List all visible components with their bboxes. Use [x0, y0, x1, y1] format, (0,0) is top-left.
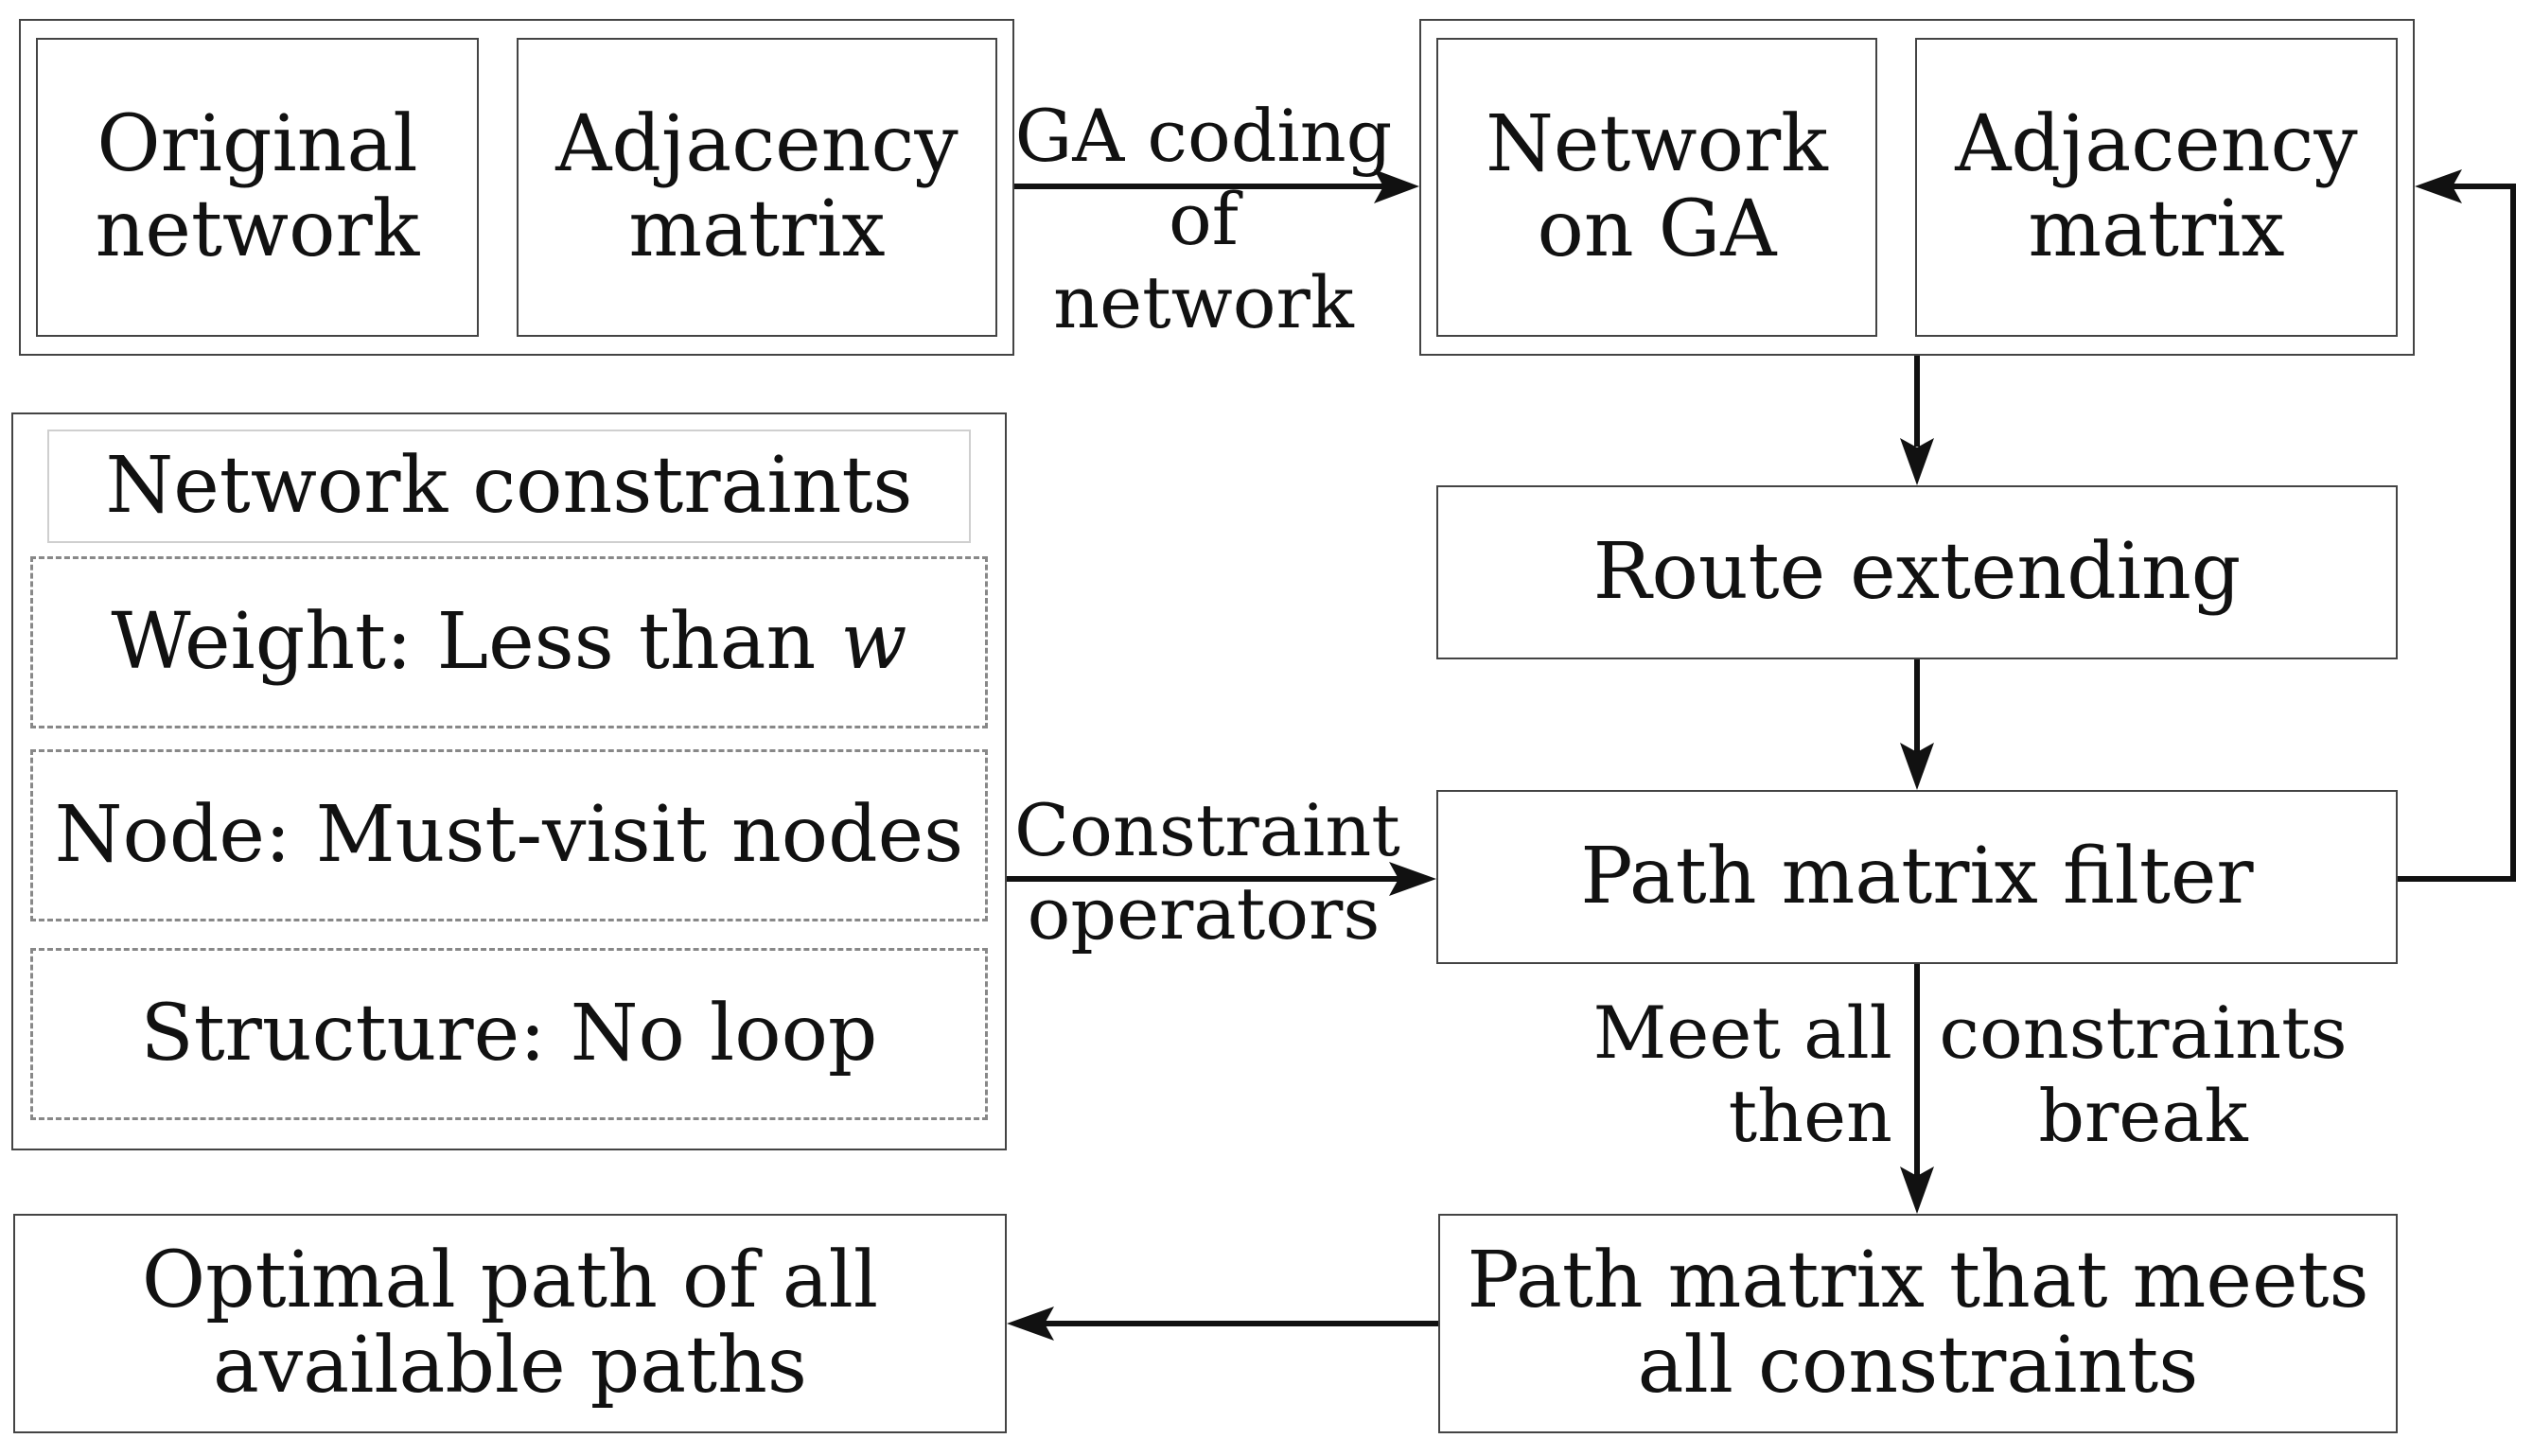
arrowhead-path-meets — [1900, 1167, 1934, 1214]
adjacency-matrix-right-label: Adjacency matrix — [1955, 99, 2358, 274]
arrowhead-ga-coding — [1374, 169, 1419, 203]
ga-coding-label: GA coding of network — [1014, 94, 1393, 344]
constraints-break-label: constraints break — [1939, 991, 2348, 1158]
structure-constraint-label: Structure: No loop — [140, 989, 878, 1079]
path-matrix-meets-box: Path matrix that meets all constraints — [1438, 1214, 2398, 1433]
path-matrix-filter-label: Path matrix filter — [1580, 832, 2254, 921]
original-network-box: Original network — [36, 38, 479, 337]
arrowhead-route-extending — [1900, 438, 1934, 485]
node-constraint-label: Node: Must-visit nodes — [54, 790, 964, 880]
adjacency-matrix-left-box: Adjacency matrix — [517, 38, 997, 337]
route-extending-label: Route extending — [1592, 527, 2242, 617]
original-network-label: Original network — [95, 99, 420, 274]
arrowhead-feedback — [2415, 169, 2462, 203]
network-on-ga-label: Network on GA — [1486, 99, 1828, 274]
constraints-title: Network constraints — [105, 441, 913, 531]
arrowhead-constraint-operators — [1389, 862, 1436, 896]
adjacency-matrix-left-label: Adjacency matrix — [555, 99, 959, 274]
constraints-title-box: Network constraints — [47, 430, 971, 543]
weight-constraint-text: Weight: Less than — [111, 597, 841, 687]
adjacency-matrix-right-box: Adjacency matrix — [1915, 38, 2398, 337]
weight-variable: w — [840, 597, 907, 687]
path-matrix-meets-label: Path matrix that meets all constraints — [1467, 1236, 2369, 1411]
optimal-path-label: Optimal path of all available paths — [141, 1236, 879, 1411]
arrowhead-path-filter — [1900, 743, 1934, 790]
route-extending-box: Route extending — [1436, 485, 2398, 659]
network-on-ga-box: Network on GA — [1436, 38, 1877, 337]
structure-constraint-box: Structure: No loop — [30, 948, 988, 1120]
constraint-operators-label: Constraint operators — [1014, 788, 1400, 956]
path-matrix-filter-box: Path matrix filter — [1436, 790, 2398, 964]
arrow-feedback-loop — [2398, 184, 2516, 882]
arrowhead-optimal-path — [1007, 1307, 1054, 1341]
node-constraint-box: Node: Must-visit nodes — [30, 749, 988, 921]
constraints-panel — [11, 412, 1007, 1150]
meet-all-then-label: Meet all then — [1592, 991, 1892, 1158]
optimal-path-box: Optimal path of all available paths — [13, 1214, 1007, 1433]
weight-constraint-box: Weight: Less than w — [30, 556, 988, 728]
weight-constraint-label: Weight: Less than w — [111, 600, 906, 685]
